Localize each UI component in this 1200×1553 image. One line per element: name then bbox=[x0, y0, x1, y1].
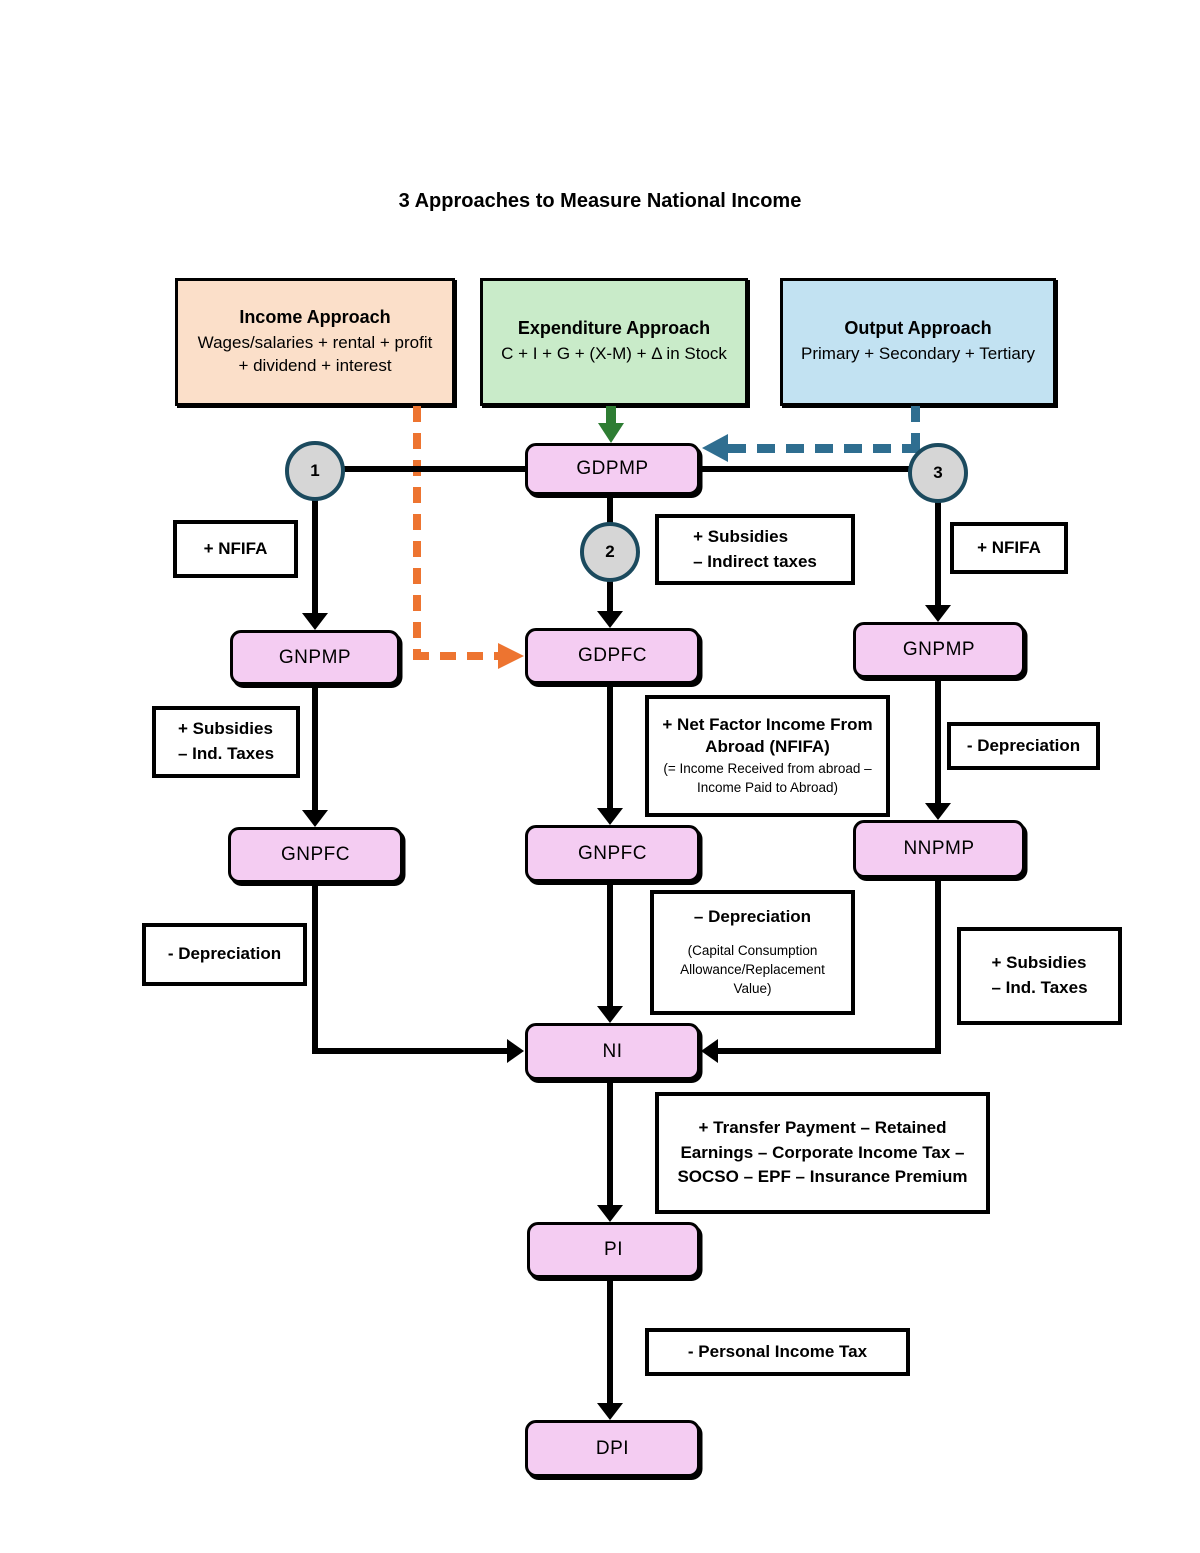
connector-marker1-gdpmp bbox=[315, 466, 525, 472]
diagram-title: 3 Approaches to Measure National Income bbox=[398, 190, 802, 212]
output-approach-box: Output Approach Primary + Secondary + Te… bbox=[780, 278, 1056, 406]
expenditure-connector bbox=[606, 406, 616, 424]
node-gnpfc-left: GNPFC bbox=[228, 827, 403, 883]
connector-pi-dpi bbox=[607, 1278, 613, 1404]
arrowhead-gnpmp-right-icon bbox=[925, 605, 951, 622]
connector-gnpfc-left-to-ni bbox=[312, 1048, 507, 1054]
connector-gnpmp-gnpfc-left bbox=[312, 685, 318, 811]
arrowhead-gnpfc-left-icon bbox=[302, 810, 328, 827]
arrowhead-ni-top-icon bbox=[597, 1006, 623, 1023]
marker-1: 1 bbox=[285, 441, 345, 501]
connector-nnpmp-to-ni bbox=[718, 1048, 941, 1054]
output-approach-title: Output Approach bbox=[844, 318, 992, 339]
label-depreciation-mid-title: – Depreciation bbox=[693, 907, 812, 927]
connector-ni-pi bbox=[607, 1080, 613, 1206]
node-gdpmp: GDPMP bbox=[525, 443, 700, 495]
income-approach-body: Wages/salaries + rental + profit + divid… bbox=[197, 332, 433, 375]
income-approach-title: Income Approach bbox=[239, 306, 391, 327]
label-subsidies-ind-taxes-right-text: + Subsidies – Ind. Taxes bbox=[991, 953, 1088, 997]
connector-marker3-gnpmp-right bbox=[935, 473, 941, 606]
label-nfifa-full-title: + Net Factor Income From Abroad (NFIFA) bbox=[662, 715, 873, 757]
income-dashed-arrowhead-icon bbox=[498, 643, 524, 669]
label-depreciation-left: - Depreciation bbox=[142, 923, 307, 986]
node-nnpmp: NNPMP bbox=[853, 820, 1025, 878]
label-transfer-payment: + Transfer Payment – Retained Earnings –… bbox=[655, 1092, 990, 1214]
label-personal-income-tax: - Personal Income Tax bbox=[645, 1328, 910, 1376]
node-gnpmp-right: GNPMP bbox=[853, 622, 1025, 678]
expenditure-approach-body: C + I + G + (X-M) + Δ in Stock bbox=[501, 344, 727, 364]
arrowhead-nnpmp-icon bbox=[925, 803, 951, 820]
marker-1-label: 1 bbox=[310, 461, 320, 480]
node-gnpfc-mid: GNPFC bbox=[525, 825, 700, 882]
label-depreciation-mid-note: (Capital Consumption Allowance/Replaceme… bbox=[680, 943, 825, 996]
node-dpi: DPI bbox=[525, 1420, 700, 1477]
arrowhead-gdpfc-icon bbox=[597, 611, 623, 628]
income-dashed-connector-horizontal bbox=[413, 652, 498, 660]
label-subsidies-ind-taxes-right: + Subsidies – Ind. Taxes bbox=[957, 927, 1122, 1025]
arrowhead-dpi-icon bbox=[597, 1403, 623, 1420]
connector-gnpmp-nnpmp bbox=[935, 678, 941, 804]
connector-marker1-gnpmp-left bbox=[312, 471, 318, 613]
expenditure-approach-title: Expenditure Approach bbox=[517, 318, 711, 339]
marker-2-label: 2 bbox=[605, 542, 615, 561]
label-depreciation-right: - Depreciation bbox=[947, 722, 1100, 770]
node-gnpmp-left: GNPMP bbox=[230, 630, 400, 685]
marker-2: 2 bbox=[580, 522, 640, 582]
output-approach-body: Primary + Secondary + Tertiary bbox=[801, 344, 1035, 364]
connector-gdpmp-marker3 bbox=[700, 466, 938, 472]
output-dashed-connector-vertical bbox=[911, 406, 920, 452]
output-dashed-connector-horizontal bbox=[728, 444, 920, 453]
expenditure-approach-box: Expenditure Approach C + I + G + (X-M) +… bbox=[480, 278, 748, 406]
label-nfifa-right: + NFIFA bbox=[950, 522, 1068, 574]
arrowhead-gnpmp-left-icon bbox=[302, 613, 328, 630]
node-ni: NI bbox=[525, 1023, 700, 1080]
label-subsidies-ind-taxes-left-text: + Subsidies – Ind. Taxes bbox=[177, 719, 275, 763]
node-pi: PI bbox=[527, 1222, 700, 1278]
label-nfifa-left: + NFIFA bbox=[173, 520, 298, 578]
marker-3: 3 bbox=[908, 443, 968, 503]
label-depreciation-mid: – Depreciation (Capital Consumption Allo… bbox=[650, 890, 855, 1015]
arrowhead-gnpfc-mid-icon bbox=[597, 808, 623, 825]
label-subsidies-ind-taxes-left: + Subsidies – Ind. Taxes bbox=[152, 706, 300, 778]
connector-gnpfc-mid-ni bbox=[607, 882, 613, 1007]
connector-nnpmp-down bbox=[935, 878, 941, 1054]
income-approach-box: Income Approach Wages/salaries + rental … bbox=[175, 278, 455, 406]
node-gdpfc: GDPFC bbox=[525, 628, 700, 684]
arrowhead-ni-right-icon bbox=[701, 1039, 718, 1063]
connector-gdpfc-gnpfc-mid bbox=[607, 684, 613, 809]
income-dashed-connector-vertical bbox=[413, 406, 421, 658]
output-dashed-arrowhead-icon bbox=[702, 434, 728, 462]
label-nfifa-full-note: (= Income Received from abroad – Income … bbox=[663, 761, 872, 796]
label-nfifa-full: + Net Factor Income From Abroad (NFIFA) … bbox=[645, 695, 890, 817]
label-subsidies-indirect-taxes: + Subsidies – Indirect taxes bbox=[655, 514, 855, 585]
marker-3-label: 3 bbox=[933, 463, 943, 482]
arrowhead-pi-icon bbox=[597, 1205, 623, 1222]
connector-gnpfc-left-down bbox=[312, 883, 318, 1054]
expenditure-arrowhead-icon bbox=[598, 423, 624, 443]
label-subsidies-indirect-taxes-text: + Subsidies – Indirect taxes bbox=[693, 526, 817, 571]
arrowhead-ni-left-icon bbox=[507, 1039, 524, 1063]
